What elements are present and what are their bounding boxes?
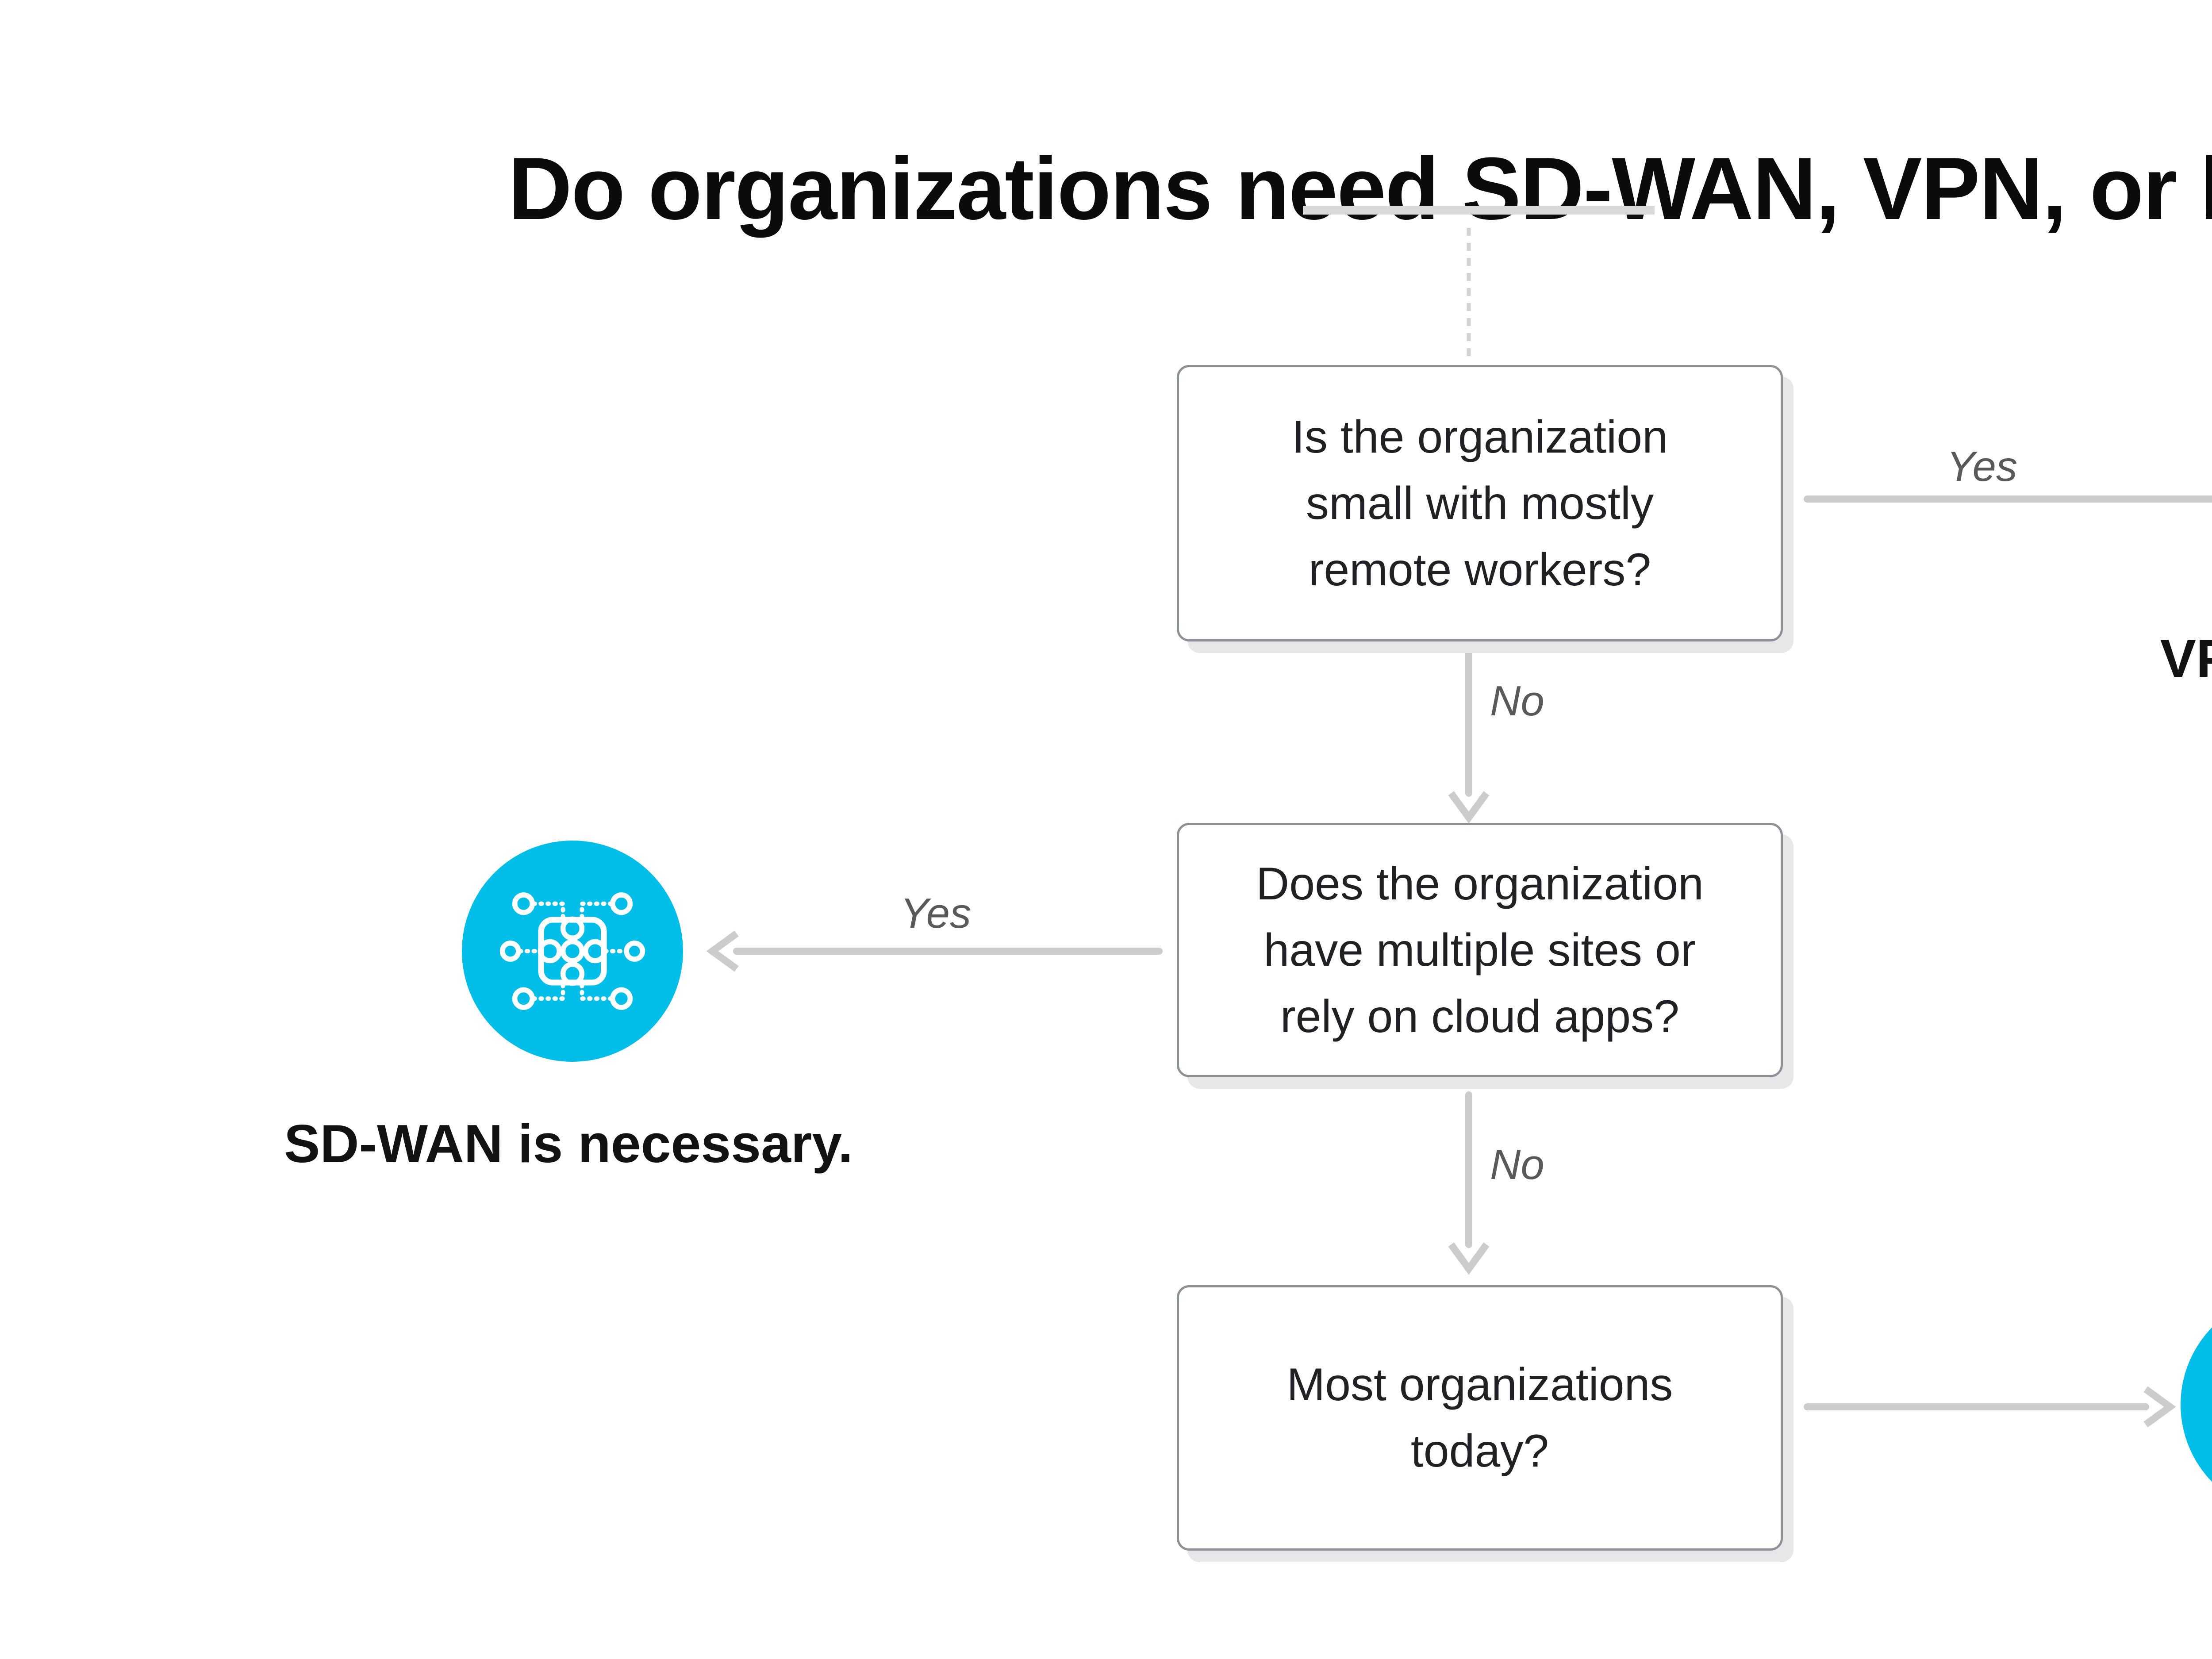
- decision-box-line: rely on cloud apps?: [1280, 991, 1679, 1042]
- arrow-q3-both-right: [1804, 1386, 2176, 1428]
- edge-label-q1-yes: Yes: [1946, 443, 2018, 490]
- decision-box-line: Most organizations: [1286, 1359, 1673, 1410]
- decision-box-line: small with mostly: [1306, 477, 1654, 529]
- decision-box-line: remote workers?: [1308, 544, 1651, 595]
- sdwan-outcome-badge: [462, 841, 683, 1062]
- decision-box-line: today?: [1410, 1425, 1549, 1477]
- arrow-q1-yes-right: [1804, 495, 2212, 503]
- decision-box-small-remote: Is the organization small with mostly re…: [1177, 365, 1783, 641]
- arrow-q1-no-down: [1448, 640, 1490, 824]
- sdwan-network-icon: [499, 878, 645, 1024]
- decision-box-multi-site-cloud: Does the organization have multiple site…: [1177, 823, 1783, 1077]
- title-connector-bar: [1303, 206, 1655, 215]
- sdwan-outcome-caption: SD-WAN is necessary.: [284, 1114, 853, 1174]
- arrow-q2-yes-left: [706, 930, 1163, 972]
- decision-box-line: have multiple sites or: [1263, 924, 1696, 976]
- both-outcome-caption: They use both.: [1927, 1201, 2212, 1263]
- page-title: Do organizations need SD-WAN, VPN, or bo…: [508, 139, 2212, 238]
- decision-box-line: Is the organization: [1292, 411, 1668, 463]
- edge-label-q2-no: No: [1490, 1141, 1544, 1188]
- decision-box-line: Does the organization: [1256, 858, 1704, 910]
- vpn-outcome-caption: VPN is often enough.: [2160, 628, 2212, 688]
- arrow-q2-no-down: [1448, 1091, 1490, 1275]
- decision-box-most-organizations: Most organizations today?: [1177, 1285, 1783, 1551]
- edge-label-q2-yes: Yes: [900, 890, 972, 937]
- edge-label-q1-no: No: [1490, 677, 1544, 725]
